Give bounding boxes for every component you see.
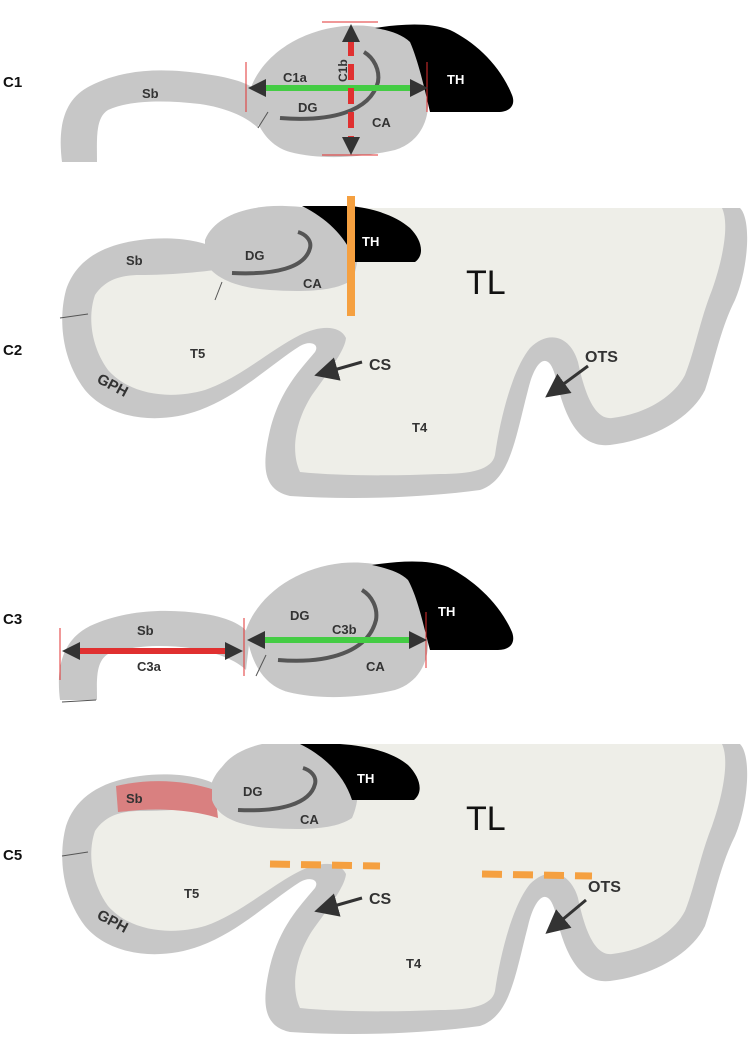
- c2-th-label: TH: [362, 234, 379, 249]
- c1-thalamus-shape: [375, 24, 514, 112]
- panel-c3: C3 Sb C3a DG C3b CA TH: [3, 561, 514, 703]
- c5-ots-arrow: [545, 898, 587, 934]
- c5-ots-label: OTS: [588, 879, 621, 896]
- c5-subiculum-highlight: [116, 781, 218, 818]
- c5-orange-line-cs: [269, 860, 381, 870]
- c5-cs-label: CS: [369, 891, 392, 908]
- c2-ca-label: CA: [303, 276, 322, 291]
- c3-thalamus-shape: [372, 561, 514, 650]
- c5-tl-label: TL: [466, 800, 506, 838]
- c1-hippocampus-shape: [250, 25, 429, 158]
- c2-cs-label: CS: [369, 357, 392, 374]
- c1b-bottom-arrow: [342, 137, 360, 155]
- c1b-label: C1b: [336, 59, 350, 82]
- c2-sb-label: Sb: [126, 253, 143, 268]
- c3-dg-label: DG: [290, 608, 310, 623]
- c5-thalamus-shape: [300, 744, 420, 800]
- panel-c3-label: C3: [3, 611, 22, 628]
- c3b-right-arrow: [409, 631, 427, 649]
- c1-subiculum-shape: [60, 70, 262, 162]
- c3-ca-label: CA: [366, 659, 385, 674]
- c1a-left-arrow: [248, 79, 266, 97]
- c5-dentate-arc: [237, 766, 318, 813]
- c2-t5-label: T5: [190, 346, 205, 361]
- c5-t5-label: T5: [184, 886, 199, 901]
- c5-sb-label: Sb: [126, 791, 143, 806]
- c1-sb-label: Sb: [142, 86, 159, 101]
- c3-sb-label: Sb: [137, 623, 154, 638]
- c5-hippocampus-shape: [212, 744, 358, 829]
- c2-hippocampus-shape: [205, 205, 358, 291]
- c3a-left-arrow: [62, 642, 80, 660]
- c1-dg-label: DG: [298, 100, 318, 115]
- panel-c1: C1 Sb C1a C1b DG CA TH: [3, 21, 514, 162]
- c1-th-label: TH: [447, 72, 464, 87]
- c3-subiculum-shape: [58, 610, 251, 700]
- c2-tl-label: TL: [466, 264, 506, 302]
- c5-t4-label: T4: [406, 956, 422, 971]
- c5-dg-label: DG: [243, 784, 263, 799]
- c2-thalamus-shape: [302, 206, 422, 262]
- c1a-right-arrow: [410, 79, 428, 97]
- panel-c2: C2 Sb DG CA TH TL T5 T4 GPH CS OTS: [3, 196, 748, 498]
- panel-c2-label: C2: [3, 342, 22, 359]
- c5-orange-line-ots: [481, 870, 593, 880]
- c3b-left-arrow: [247, 631, 265, 649]
- c2-t4-label: T4: [412, 420, 428, 435]
- c3-th-label: TH: [438, 604, 455, 619]
- c1b-top-arrow: [342, 24, 360, 42]
- c3a-label: C3a: [137, 659, 162, 674]
- c2-dg-label: DG: [245, 248, 265, 263]
- c2-orange-cut-line: [347, 196, 355, 316]
- panel-c5-label: C5: [3, 847, 22, 864]
- c2-dentate-arc: [231, 230, 313, 276]
- c5-ca-label: CA: [300, 812, 319, 827]
- c3-dentate-arc: [277, 588, 379, 663]
- c1-ca-label: CA: [372, 115, 391, 130]
- panel-c5: C5 Sb DG CA TH TL T5 T4 GPH CS OTS: [3, 744, 748, 1034]
- c3b-label: C3b: [332, 622, 357, 637]
- c1a-label: C1a: [283, 70, 308, 85]
- c3a-right-arrow: [225, 642, 243, 660]
- panel-c1-label: C1: [3, 74, 22, 91]
- c5-th-label: TH: [357, 771, 374, 786]
- c2-cs-arrow: [314, 357, 363, 381]
- c2-ots-label: OTS: [585, 349, 618, 366]
- c2-ots-arrow: [545, 364, 589, 398]
- c3-hippocampus-shape: [246, 562, 429, 698]
- c5-cs-arrow: [314, 893, 363, 917]
